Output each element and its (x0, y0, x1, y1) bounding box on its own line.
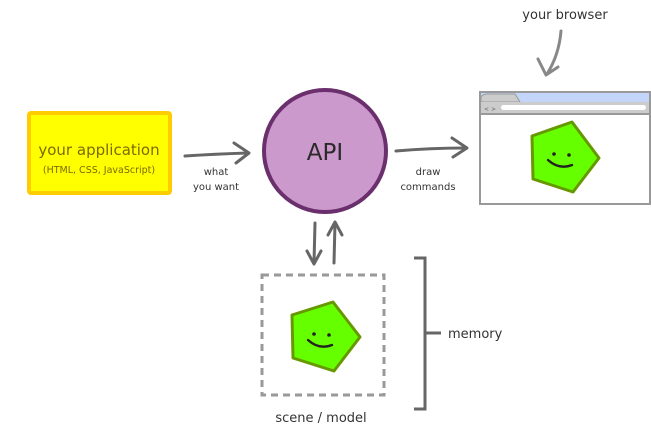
application-box: your application (HTML, CSS, JavaScript) (27, 111, 172, 195)
application-subtitle: (HTML, CSS, JavaScript) (43, 165, 155, 176)
api-node: API (262, 88, 388, 214)
browser-callout: your browser (522, 8, 608, 77)
arrow-down-icon (312, 221, 317, 265)
api-label: API (307, 140, 343, 166)
memory-bracket: memory (414, 256, 503, 411)
arrow-right-icon (394, 146, 468, 153)
scene-pentagon-shape (290, 300, 362, 373)
browser-pentagon-shape (530, 120, 601, 194)
arrow-label-draw: draw (416, 167, 441, 178)
browser-back-icon: < (484, 106, 489, 113)
browser-label: your browser (522, 8, 608, 23)
browser-forward-icon: > (491, 106, 496, 113)
arrow-up-icon (332, 221, 337, 265)
arrow-label-you-want: you want (193, 182, 239, 193)
api-scene-arrows (305, 220, 344, 266)
browser-window: < > (479, 91, 651, 205)
scene-model-label: scene / model (275, 411, 366, 426)
arrow-down-icon (545, 29, 563, 76)
arrow-right-icon (183, 151, 250, 158)
arrow-label-what: what (204, 167, 229, 178)
browser-address-bar (501, 105, 646, 110)
arrow-app-to-api: what you want (183, 141, 251, 193)
scene-model-box: scene / model (260, 273, 386, 426)
application-title: your application (38, 141, 159, 159)
browser-tab-bar (481, 93, 649, 102)
browser-tab (480, 93, 521, 103)
memory-label: memory (448, 327, 503, 342)
arrow-api-to-browser: draw commands (394, 136, 469, 193)
arrow-label-commands: commands (400, 182, 455, 193)
